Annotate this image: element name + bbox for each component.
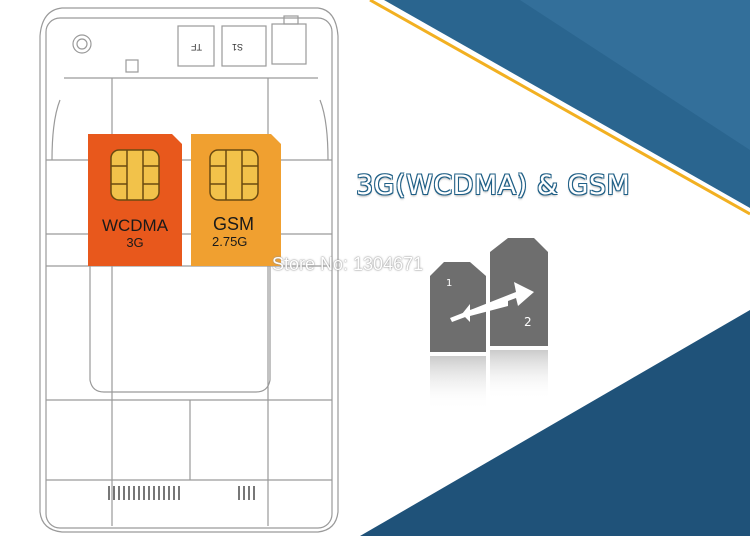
tf-slot-label: TF [191, 42, 202, 52]
sim1-band-label: 3G [126, 235, 144, 250]
sim-card-wcdma [88, 134, 182, 266]
speaker-grille [108, 486, 255, 500]
swap-icon-label-2: 2 [524, 315, 532, 329]
top-orange-stripe [369, 0, 750, 216]
sim-card-gsm [191, 134, 281, 266]
network-headline: 3G(WCDMA) & GSM [356, 170, 631, 201]
sim2-band-label: 2.75G [212, 234, 248, 249]
s1-slot-label: S1 [232, 42, 244, 52]
top-blue-banner-shade [520, 0, 750, 150]
bottom-blue-banner [360, 310, 750, 536]
store-watermark: Store No: 1304671 [272, 254, 424, 274]
sim-swap-icon [430, 238, 548, 410]
bottom-stripe [344, 304, 750, 536]
swap-icon-label-1: 1 [446, 278, 452, 289]
sim2-network-label: GSM [213, 214, 255, 234]
sim1-network-label: WCDMA [101, 216, 169, 235]
